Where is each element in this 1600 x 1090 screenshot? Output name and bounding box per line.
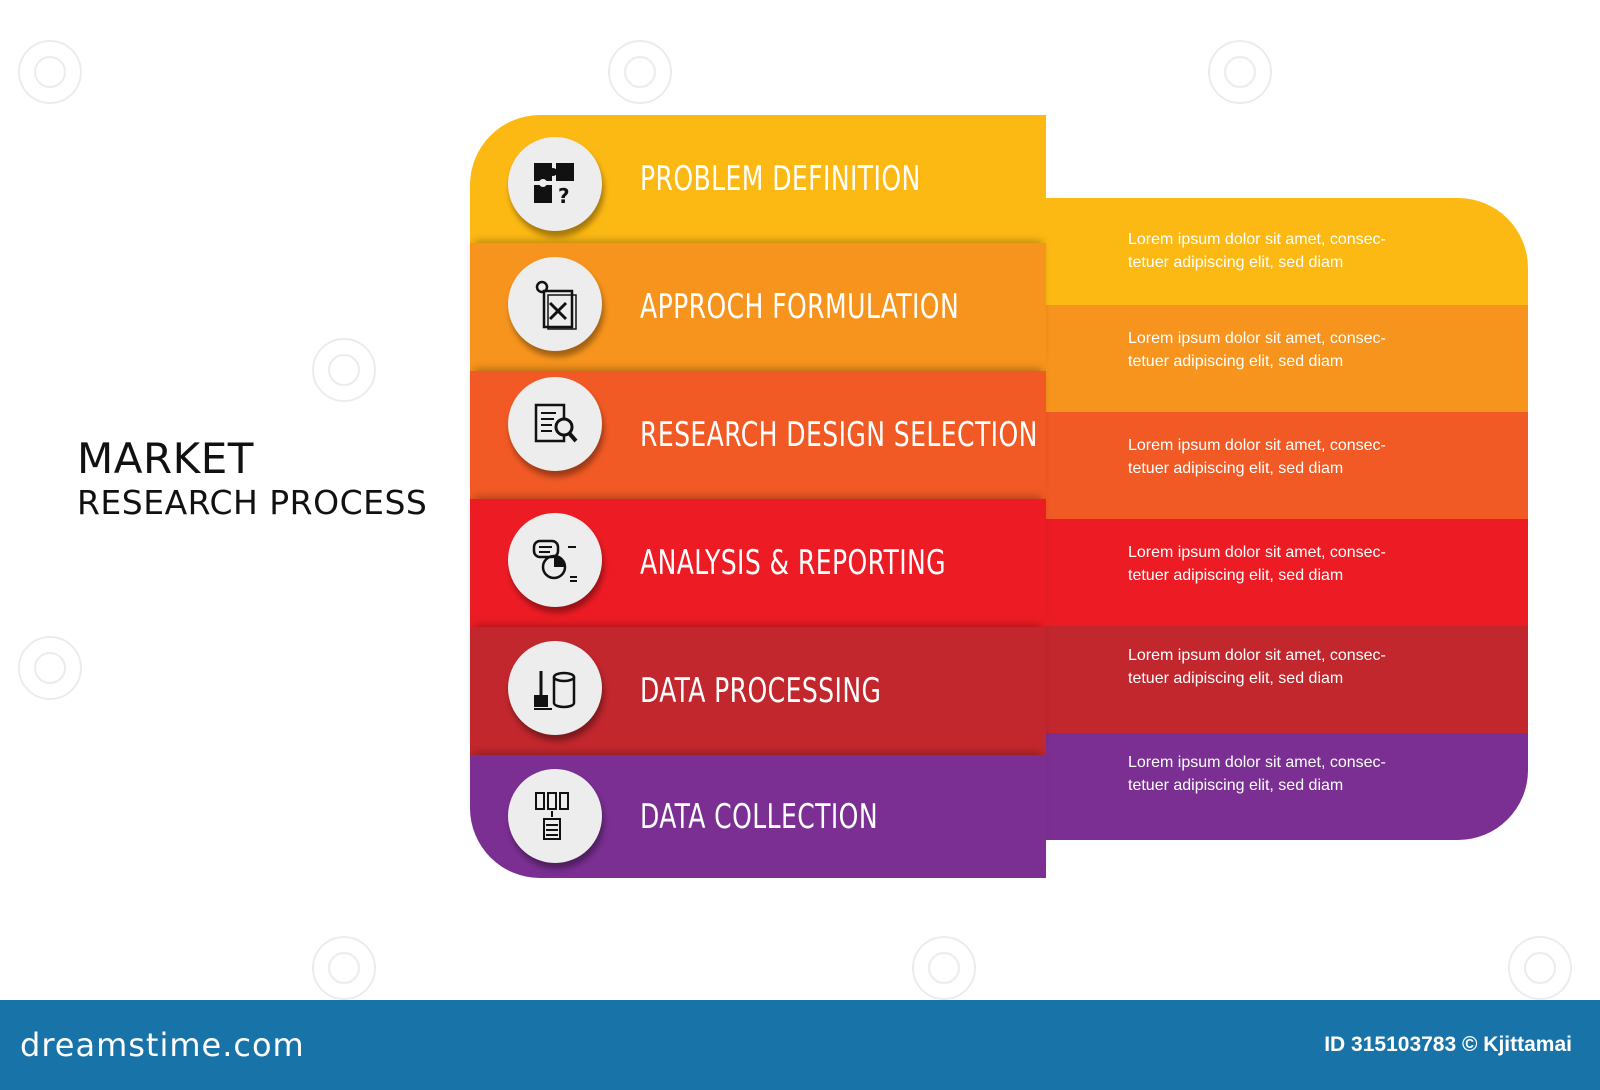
step-band-5: DATA PROCESSING — [470, 627, 1046, 755]
diagram-title: MARKET RESEARCH PROCESS — [77, 435, 427, 523]
step-icon-circle-6 — [508, 769, 602, 863]
desc-band-3: Lorem ipsum dolor sit amet, consec-tetue… — [1040, 412, 1528, 519]
step-band-1: ? PROBLEM DEFINITION — [470, 115, 1046, 243]
watermark-spiral-icon — [312, 338, 376, 402]
desc-band-4: Lorem ipsum dolor sit amet, consec-tetue… — [1040, 519, 1528, 626]
step-label-2: APPROCH FORMULATION — [640, 287, 960, 327]
step-band-4: ANALYSIS & REPORTING — [470, 499, 1046, 627]
watermark-spiral-icon — [608, 40, 672, 104]
footer-bar: dreamstime.com ID 315103783 © Kjittamai — [0, 1000, 1600, 1090]
watermark-spiral-icon — [1208, 40, 1272, 104]
watermark-spiral-icon — [18, 636, 82, 700]
watermark-spiral-icon — [312, 936, 376, 1000]
step-band-3: RESEARCH DESIGN SELECTION — [470, 371, 1046, 499]
step-description-2: Lorem ipsum dolor sit amet, consec-tetue… — [1128, 330, 1386, 370]
document-search-icon — [534, 403, 578, 443]
step-band-6: DATA COLLECTION — [470, 755, 1046, 878]
desc-band-2: Lorem ipsum dolor sit amet, consec-tetue… — [1040, 305, 1528, 412]
footer-credit: ID 315103783 © Kjittamai — [1324, 1033, 1572, 1056]
step-label-6: DATA COLLECTION — [640, 796, 879, 837]
watermark-spiral-icon — [912, 936, 976, 1000]
desc-band-5: Lorem ipsum dolor sit amet, consec-tetue… — [1040, 626, 1528, 733]
step-description-6: Lorem ipsum dolor sit amet, consec-tetue… — [1128, 754, 1386, 794]
step-description-3: Lorem ipsum dolor sit amet, consec-tetue… — [1128, 437, 1386, 477]
title-line-2: RESEARCH PROCESS — [77, 483, 428, 522]
watermark-spiral-icon — [1508, 936, 1572, 1000]
step-label-5: DATA PROCESSING — [640, 671, 882, 711]
step-icon-circle-5 — [508, 641, 602, 735]
database-broom-icon — [534, 671, 576, 710]
step-icon-circle-4 — [508, 513, 602, 607]
desc-band-1: Lorem ipsum dolor sit amet, consec-tetue… — [1040, 198, 1528, 305]
desc-band-6: Lorem ipsum dolor sit amet, consec-tetue… — [1040, 733, 1528, 840]
title-line-1: MARKET — [77, 434, 254, 483]
step-description-4: Lorem ipsum dolor sit amet, consec-tetue… — [1128, 544, 1386, 584]
step-label-3: RESEARCH DESIGN SELECTION — [640, 415, 1038, 455]
step-icon-circle-2 — [508, 257, 602, 351]
step-description-5: Lorem ipsum dolor sit amet, consec-tetue… — [1128, 647, 1386, 687]
data-grid-collect-icon — [535, 792, 569, 840]
document-tools-gear-icon — [535, 280, 577, 330]
step-label-4: ANALYSIS & REPORTING — [640, 543, 947, 583]
step-description-1: Lorem ipsum dolor sit amet, consec-tetue… — [1128, 231, 1386, 271]
step-icon-circle-1: ? — [508, 137, 602, 231]
puzzle-question-icon: ? — [534, 163, 574, 208]
svg-text:?: ? — [558, 184, 570, 208]
chat-pie-report-icon — [532, 539, 577, 582]
step-label-1: PROBLEM DEFINITION — [640, 159, 921, 199]
watermark-spiral-icon — [18, 40, 82, 104]
step-icon-circle-3 — [508, 377, 602, 471]
step-band-2: APPROCH FORMULATION — [470, 243, 1046, 371]
footer-logo[interactable]: dreamstime.com — [20, 1026, 305, 1064]
